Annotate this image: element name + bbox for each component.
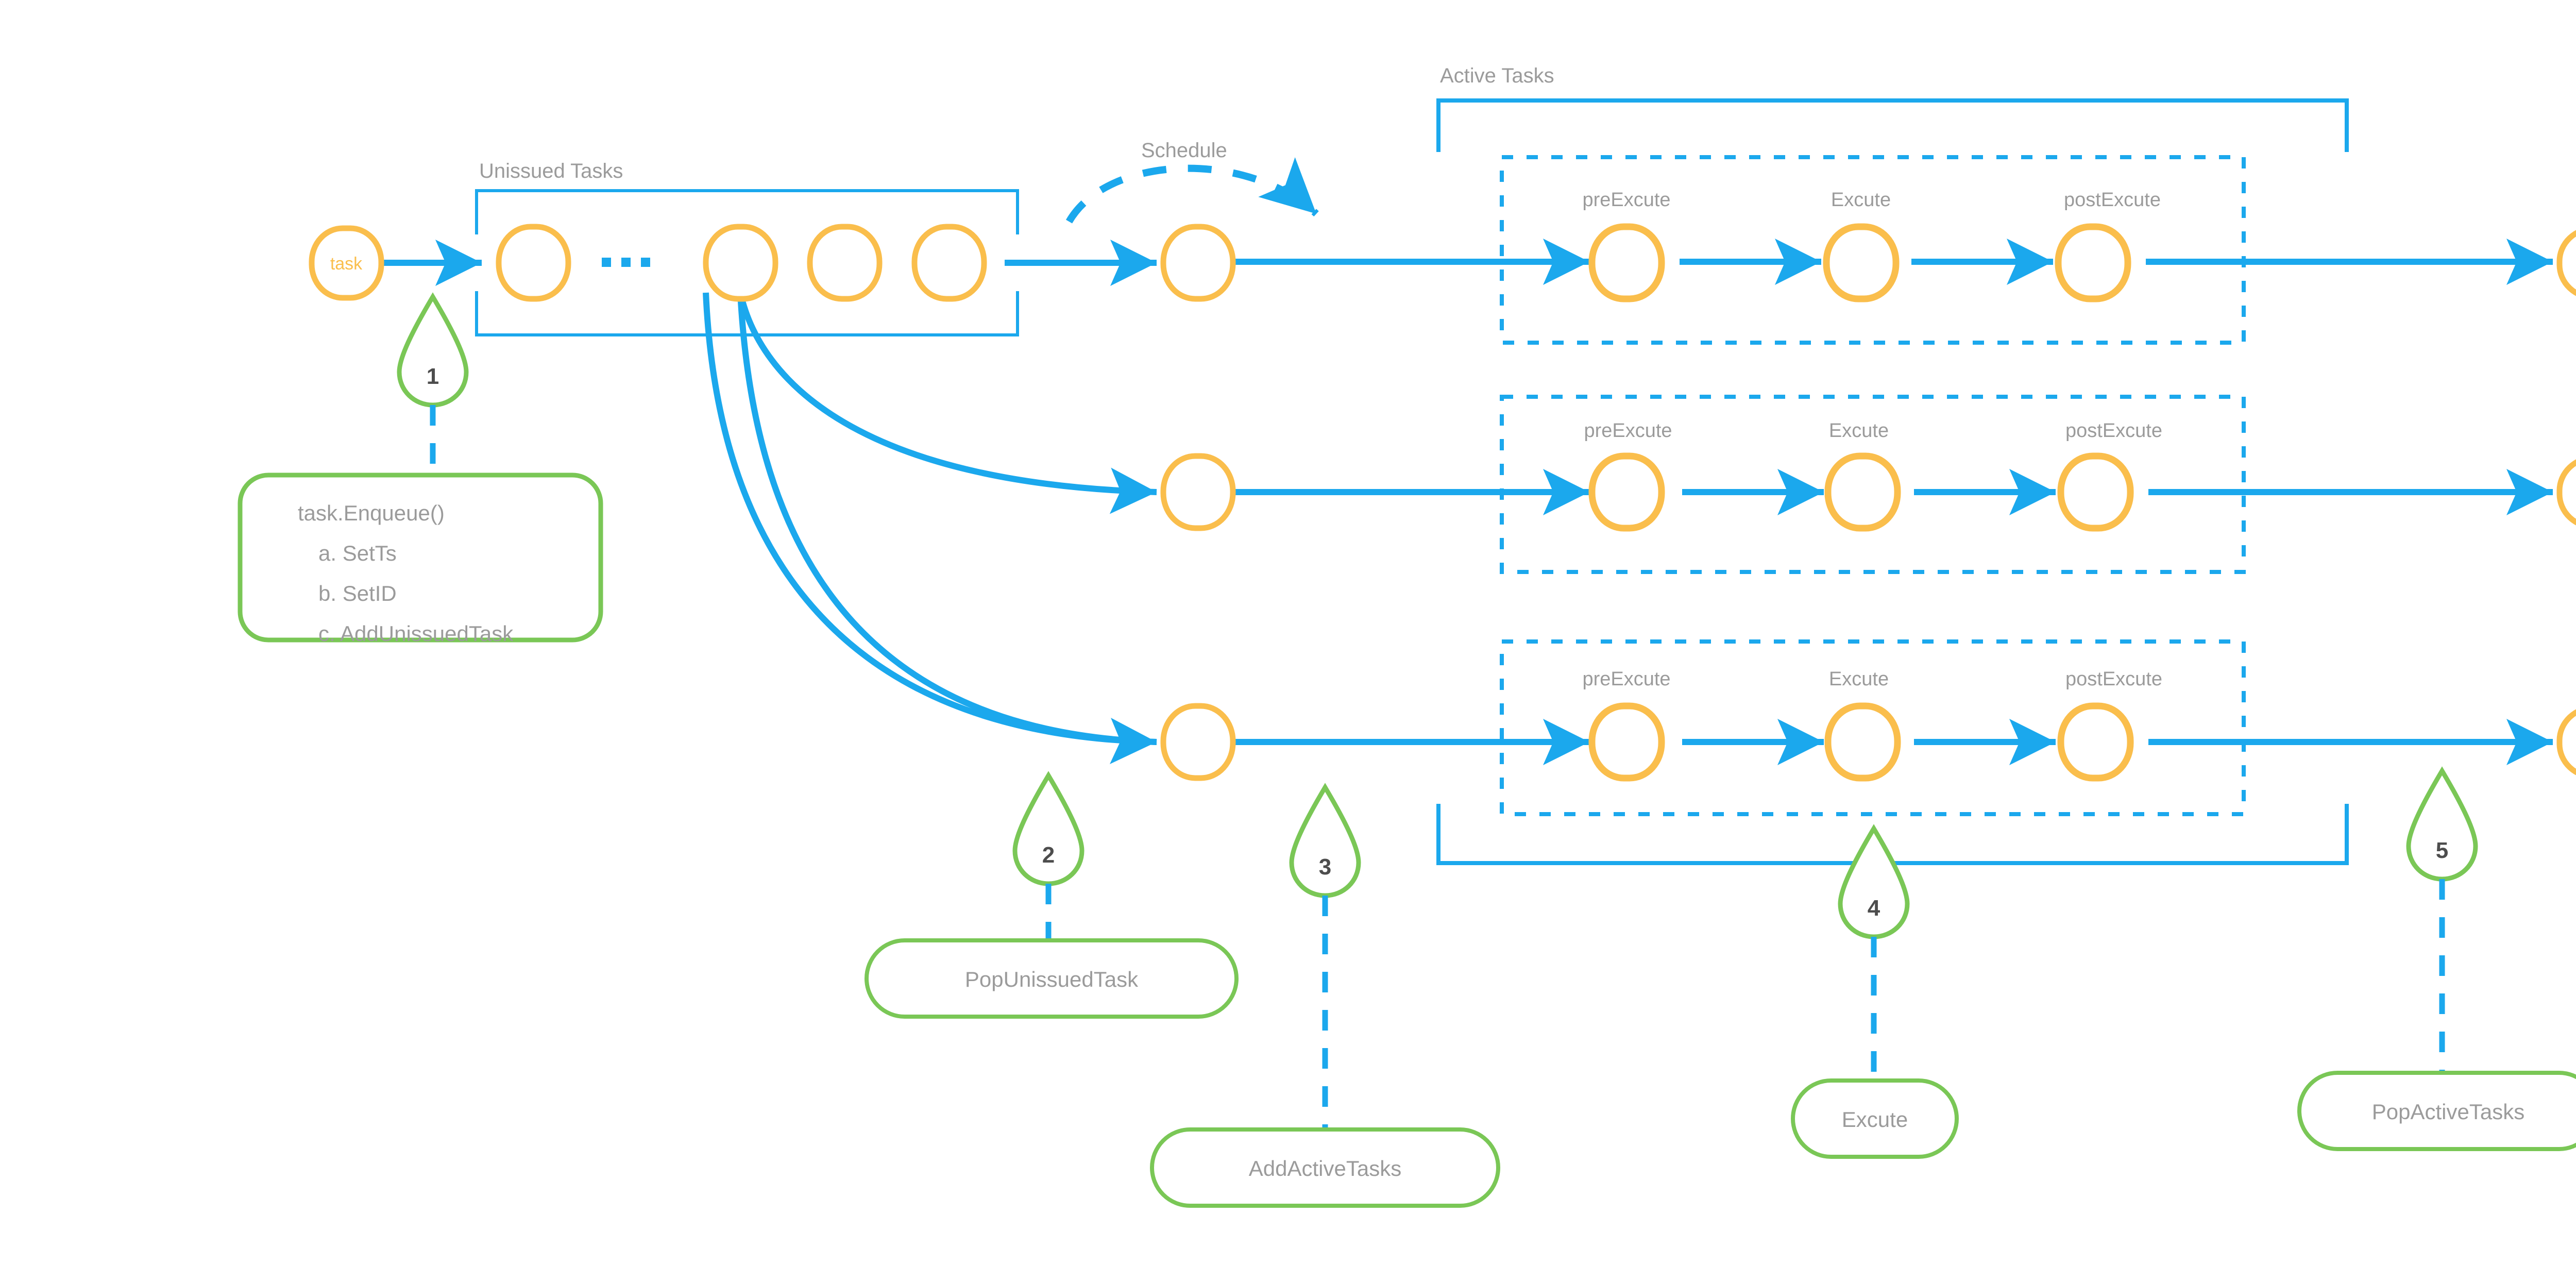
- node-task[interactable]: task: [309, 225, 384, 301]
- callout-enqueue-step-a: a. SetTs: [318, 541, 397, 565]
- callout-pop-unissued-task[interactable]: PopUnissuedTask: [865, 938, 1239, 1019]
- unissued-tasks-bracket: [475, 189, 1019, 336]
- callout-pop-active-tasks[interactable]: PopActiveTasks: [2297, 1071, 2576, 1151]
- row1-flow: [384, 239, 2553, 286]
- marker-pin-4[interactable]: 4: [1838, 824, 1910, 939]
- stage-box-row1: [1500, 155, 2246, 345]
- excute-label-row1: Excute: [1831, 189, 1891, 211]
- marker-4-number: 4: [1868, 896, 1880, 921]
- callout-enqueue-step-c: c. AddUnissuedTask: [318, 621, 514, 646]
- preexcute-label-row3: preExcute: [1582, 668, 1670, 690]
- node-task-label: task: [330, 254, 363, 274]
- node-dispatch-row3[interactable]: [1160, 703, 1236, 781]
- postexcute-label-row1: postExcute: [2064, 189, 2161, 211]
- schedule-label: Schedule: [1141, 139, 1227, 162]
- node-preexcute-row3[interactable]: [1588, 702, 1665, 782]
- stage-box-row3: [1500, 639, 2246, 816]
- marker-3-number: 3: [1319, 854, 1331, 880]
- callout-pop-active-label: PopActiveTasks: [2372, 1100, 2524, 1124]
- callout-enqueue[interactable]: task.Enqueue() a. SetTs b. SetID c. AddU…: [238, 473, 603, 646]
- node-dispatch-row2[interactable]: [1160, 453, 1236, 531]
- node-preexcute-row2[interactable]: [1588, 452, 1665, 532]
- callout-enqueue-step-b: b. SetID: [318, 581, 397, 605]
- postexcute-label-row3: postExcute: [2065, 668, 2162, 690]
- schedule-arc: [1065, 157, 1319, 224]
- postexcute-label-row2: postExcute: [2065, 420, 2162, 442]
- node-excute-row3[interactable]: [1824, 702, 1901, 782]
- callout-add-active-tasks[interactable]: AddActiveTasks: [1150, 1127, 1500, 1208]
- node-postexcute-row1[interactable]: [2055, 223, 2131, 302]
- preexcute-label-row1: preExcute: [1582, 189, 1670, 211]
- node-exit-row3[interactable]: [2556, 707, 2576, 777]
- marker-2-number: 2: [1042, 842, 1055, 868]
- node-unissued-2[interactable]: [703, 224, 778, 302]
- ellipsis-dots: [602, 258, 650, 267]
- row2-flow: [737, 292, 2553, 515]
- node-postexcute-row3[interactable]: [2057, 702, 2134, 782]
- callout-excute[interactable]: Excute: [1791, 1078, 1959, 1159]
- node-unissued-3[interactable]: [807, 224, 883, 302]
- marker-1-number: 1: [427, 364, 439, 389]
- row3-flow: [703, 292, 2553, 765]
- excute-label-row2: Excute: [1829, 420, 1889, 442]
- callout-add-active-label: AddActiveTasks: [1249, 1156, 1401, 1180]
- node-dispatch-row1[interactable]: [1160, 224, 1236, 302]
- marker-pin-3[interactable]: 3: [1289, 783, 1361, 898]
- marker-pin-2[interactable]: 2: [1012, 771, 1084, 886]
- callout-pop-unissued-label: PopUnissuedTask: [965, 967, 1139, 991]
- excute-label-row3: Excute: [1829, 668, 1889, 690]
- node-unissued-1[interactable]: [496, 224, 571, 302]
- node-excute-row1[interactable]: [1823, 223, 1900, 302]
- callout-excute-label: Excute: [1842, 1107, 1908, 1132]
- unissued-tasks-label: Unissued Tasks: [479, 160, 623, 182]
- marker-pin-1[interactable]: 1: [397, 292, 469, 408]
- active-tasks-label: Active Tasks: [1440, 64, 1554, 87]
- node-excute-row2[interactable]: [1824, 452, 1901, 532]
- node-postexcute-row2[interactable]: [2057, 452, 2134, 532]
- node-unissued-4[interactable]: [911, 224, 987, 302]
- marker-pin-5[interactable]: 5: [2406, 766, 2478, 882]
- preexcute-label-row2: preExcute: [1584, 420, 1672, 442]
- node-exit-row1[interactable]: [2556, 228, 2576, 298]
- node-preexcute-row1[interactable]: [1588, 223, 1665, 302]
- stage-box-row2: [1500, 395, 2246, 574]
- callout-enqueue-title: task.Enqueue(): [298, 501, 445, 525]
- marker-5-number: 5: [2436, 838, 2448, 863]
- node-exit-row2[interactable]: [2556, 458, 2576, 527]
